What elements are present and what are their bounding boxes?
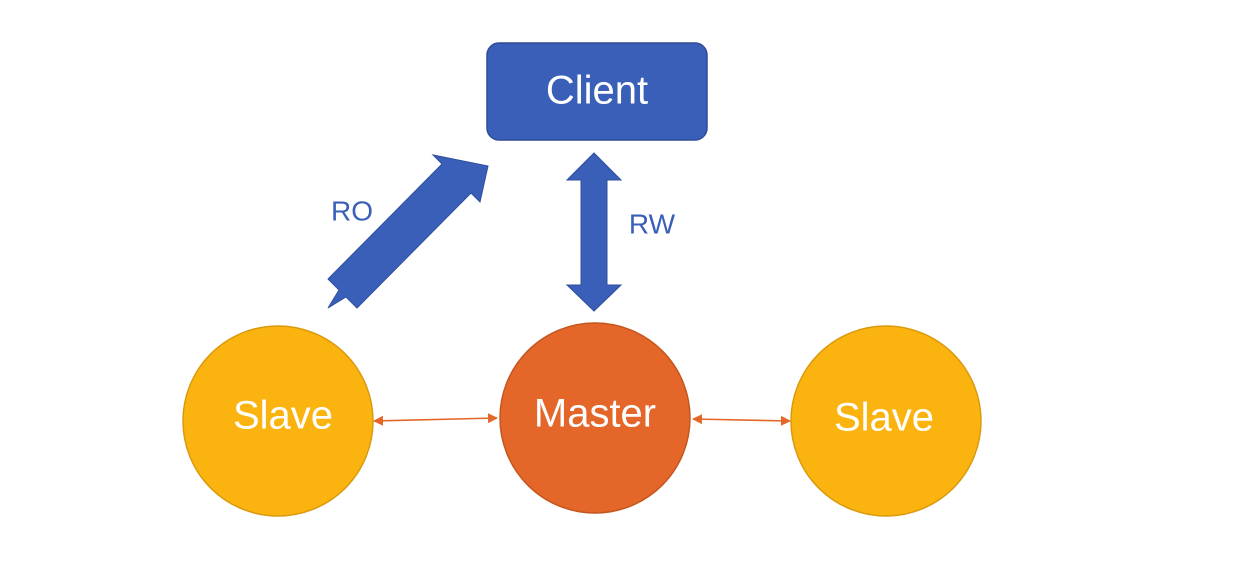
client-label: Client	[546, 69, 648, 113]
ro-label: RO	[331, 195, 373, 226]
slave-right-label: Slave	[834, 396, 934, 440]
slave-node-right: Slave	[790, 325, 982, 517]
replication-link-left	[373, 413, 498, 426]
slave-node-left: Slave	[182, 325, 374, 517]
replication-link-right	[692, 414, 791, 426]
client-node: Client	[486, 42, 708, 141]
read-only-arrow	[327, 154, 489, 309]
slave-left-label: Slave	[233, 394, 333, 438]
read-write-arrow	[565, 152, 623, 312]
master-node: Master	[499, 322, 691, 514]
rw-label: RW	[629, 208, 676, 239]
master-label: Master	[534, 392, 656, 436]
